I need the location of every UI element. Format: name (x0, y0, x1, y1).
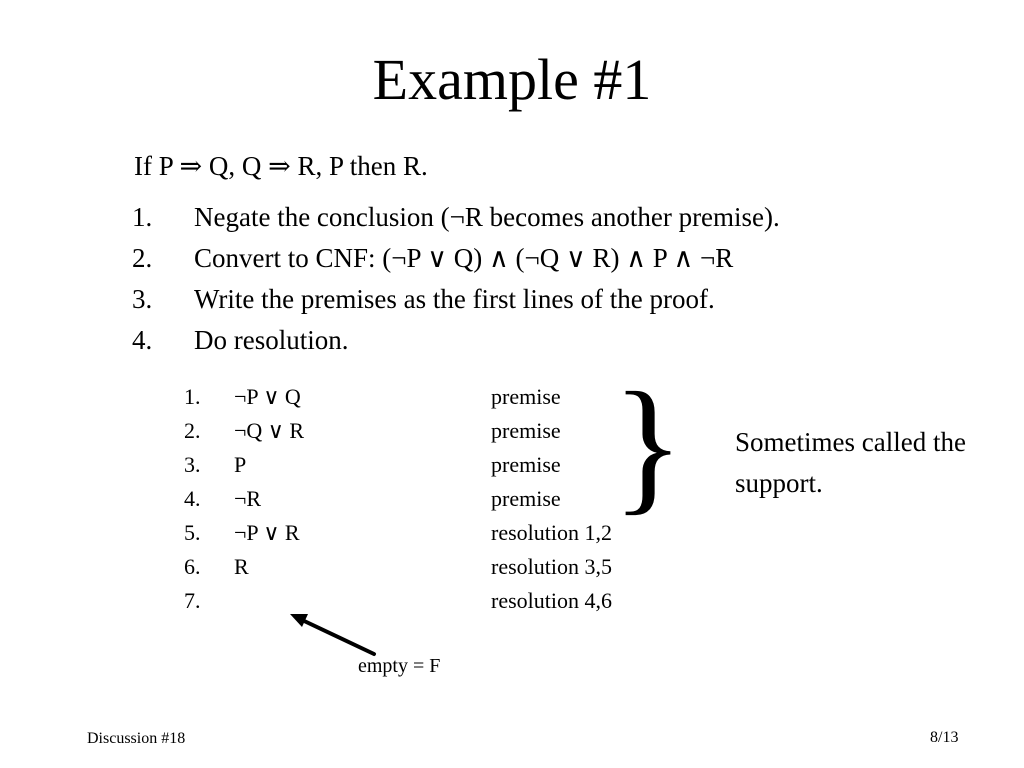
proof-line-number: 5. (184, 520, 201, 545)
proof-table: 1. ¬P ∨ Q premise 2. ¬Q ∨ R premise 3. P… (184, 380, 664, 618)
step-number: 2. (132, 243, 153, 273)
step-number: 4. (132, 325, 153, 355)
proof-formula: ¬R (234, 486, 262, 511)
support-brace: } (612, 362, 684, 528)
step-text: Negate the conclusion (¬R becomes anothe… (194, 202, 780, 232)
proof-formula: P (234, 452, 247, 477)
proof-reason: premise (491, 418, 561, 443)
step-item: 2. Convert to CNF: (¬P ∨ Q) ∧ (¬Q ∨ R) ∧… (132, 238, 992, 279)
proof-reason: premise (491, 452, 561, 477)
empty-clause-label: empty = F (358, 655, 441, 677)
step-item: 4. Do resolution. (132, 320, 992, 361)
proof-row: 7. resolution 4,6 (184, 584, 664, 618)
step-number: 3. (132, 284, 153, 314)
step-text: Do resolution. (194, 325, 349, 355)
proof-line-number: 1. (184, 384, 201, 409)
step-text: Write the premises as the first lines of… (194, 284, 715, 314)
proof-row: 1. ¬P ∨ Q premise (184, 380, 664, 414)
proof-row: 5. ¬P ∨ R resolution 1,2 (184, 516, 664, 550)
step-number: 1. (132, 202, 153, 232)
proof-row: 6. R resolution 3,5 (184, 550, 664, 584)
step-item: 1. Negate the conclusion (¬R becomes ano… (132, 197, 992, 238)
proof-row: 4. ¬R premise (184, 482, 664, 516)
proof-reason: resolution 1,2 (491, 520, 612, 545)
support-note: Sometimes called the support. (735, 427, 966, 498)
proof-formula: ¬P ∨ Q (234, 384, 301, 409)
proof-line-number: 3. (184, 452, 201, 477)
proof-line-number: 4. (184, 486, 201, 511)
proof-reason: premise (491, 384, 561, 409)
proof-line-number: 2. (184, 418, 201, 443)
page-number: 8/13 (930, 729, 959, 746)
proof-reason: resolution 4,6 (491, 588, 612, 613)
proof-formula: ¬Q ∨ R (234, 418, 305, 443)
step-text: Convert to CNF: (¬P ∨ Q) ∧ (¬Q ∨ R) ∧ P … (194, 243, 734, 273)
arrow-up-left-icon (290, 614, 376, 656)
proof-row: 2. ¬Q ∨ R premise (184, 414, 664, 448)
proof-row: 3. P premise (184, 448, 664, 482)
slide-title: Example #1 (372, 47, 652, 112)
proof-reason: resolution 3,5 (491, 554, 612, 579)
step-item: 3. Write the premises as the first lines… (132, 279, 992, 320)
proof-line-number: 7. (184, 588, 201, 613)
footer-left-text: Discussion #18 (87, 730, 186, 747)
premise-statement: If P ⇒ Q, Q ⇒ R, P then R. (134, 151, 428, 181)
proof-line-number: 6. (184, 554, 201, 579)
proof-formula: ¬P ∨ R (234, 520, 300, 545)
steps-list: 1. Negate the conclusion (¬R becomes ano… (132, 197, 992, 361)
proof-reason: premise (491, 486, 561, 511)
proof-formula: R (234, 554, 249, 579)
